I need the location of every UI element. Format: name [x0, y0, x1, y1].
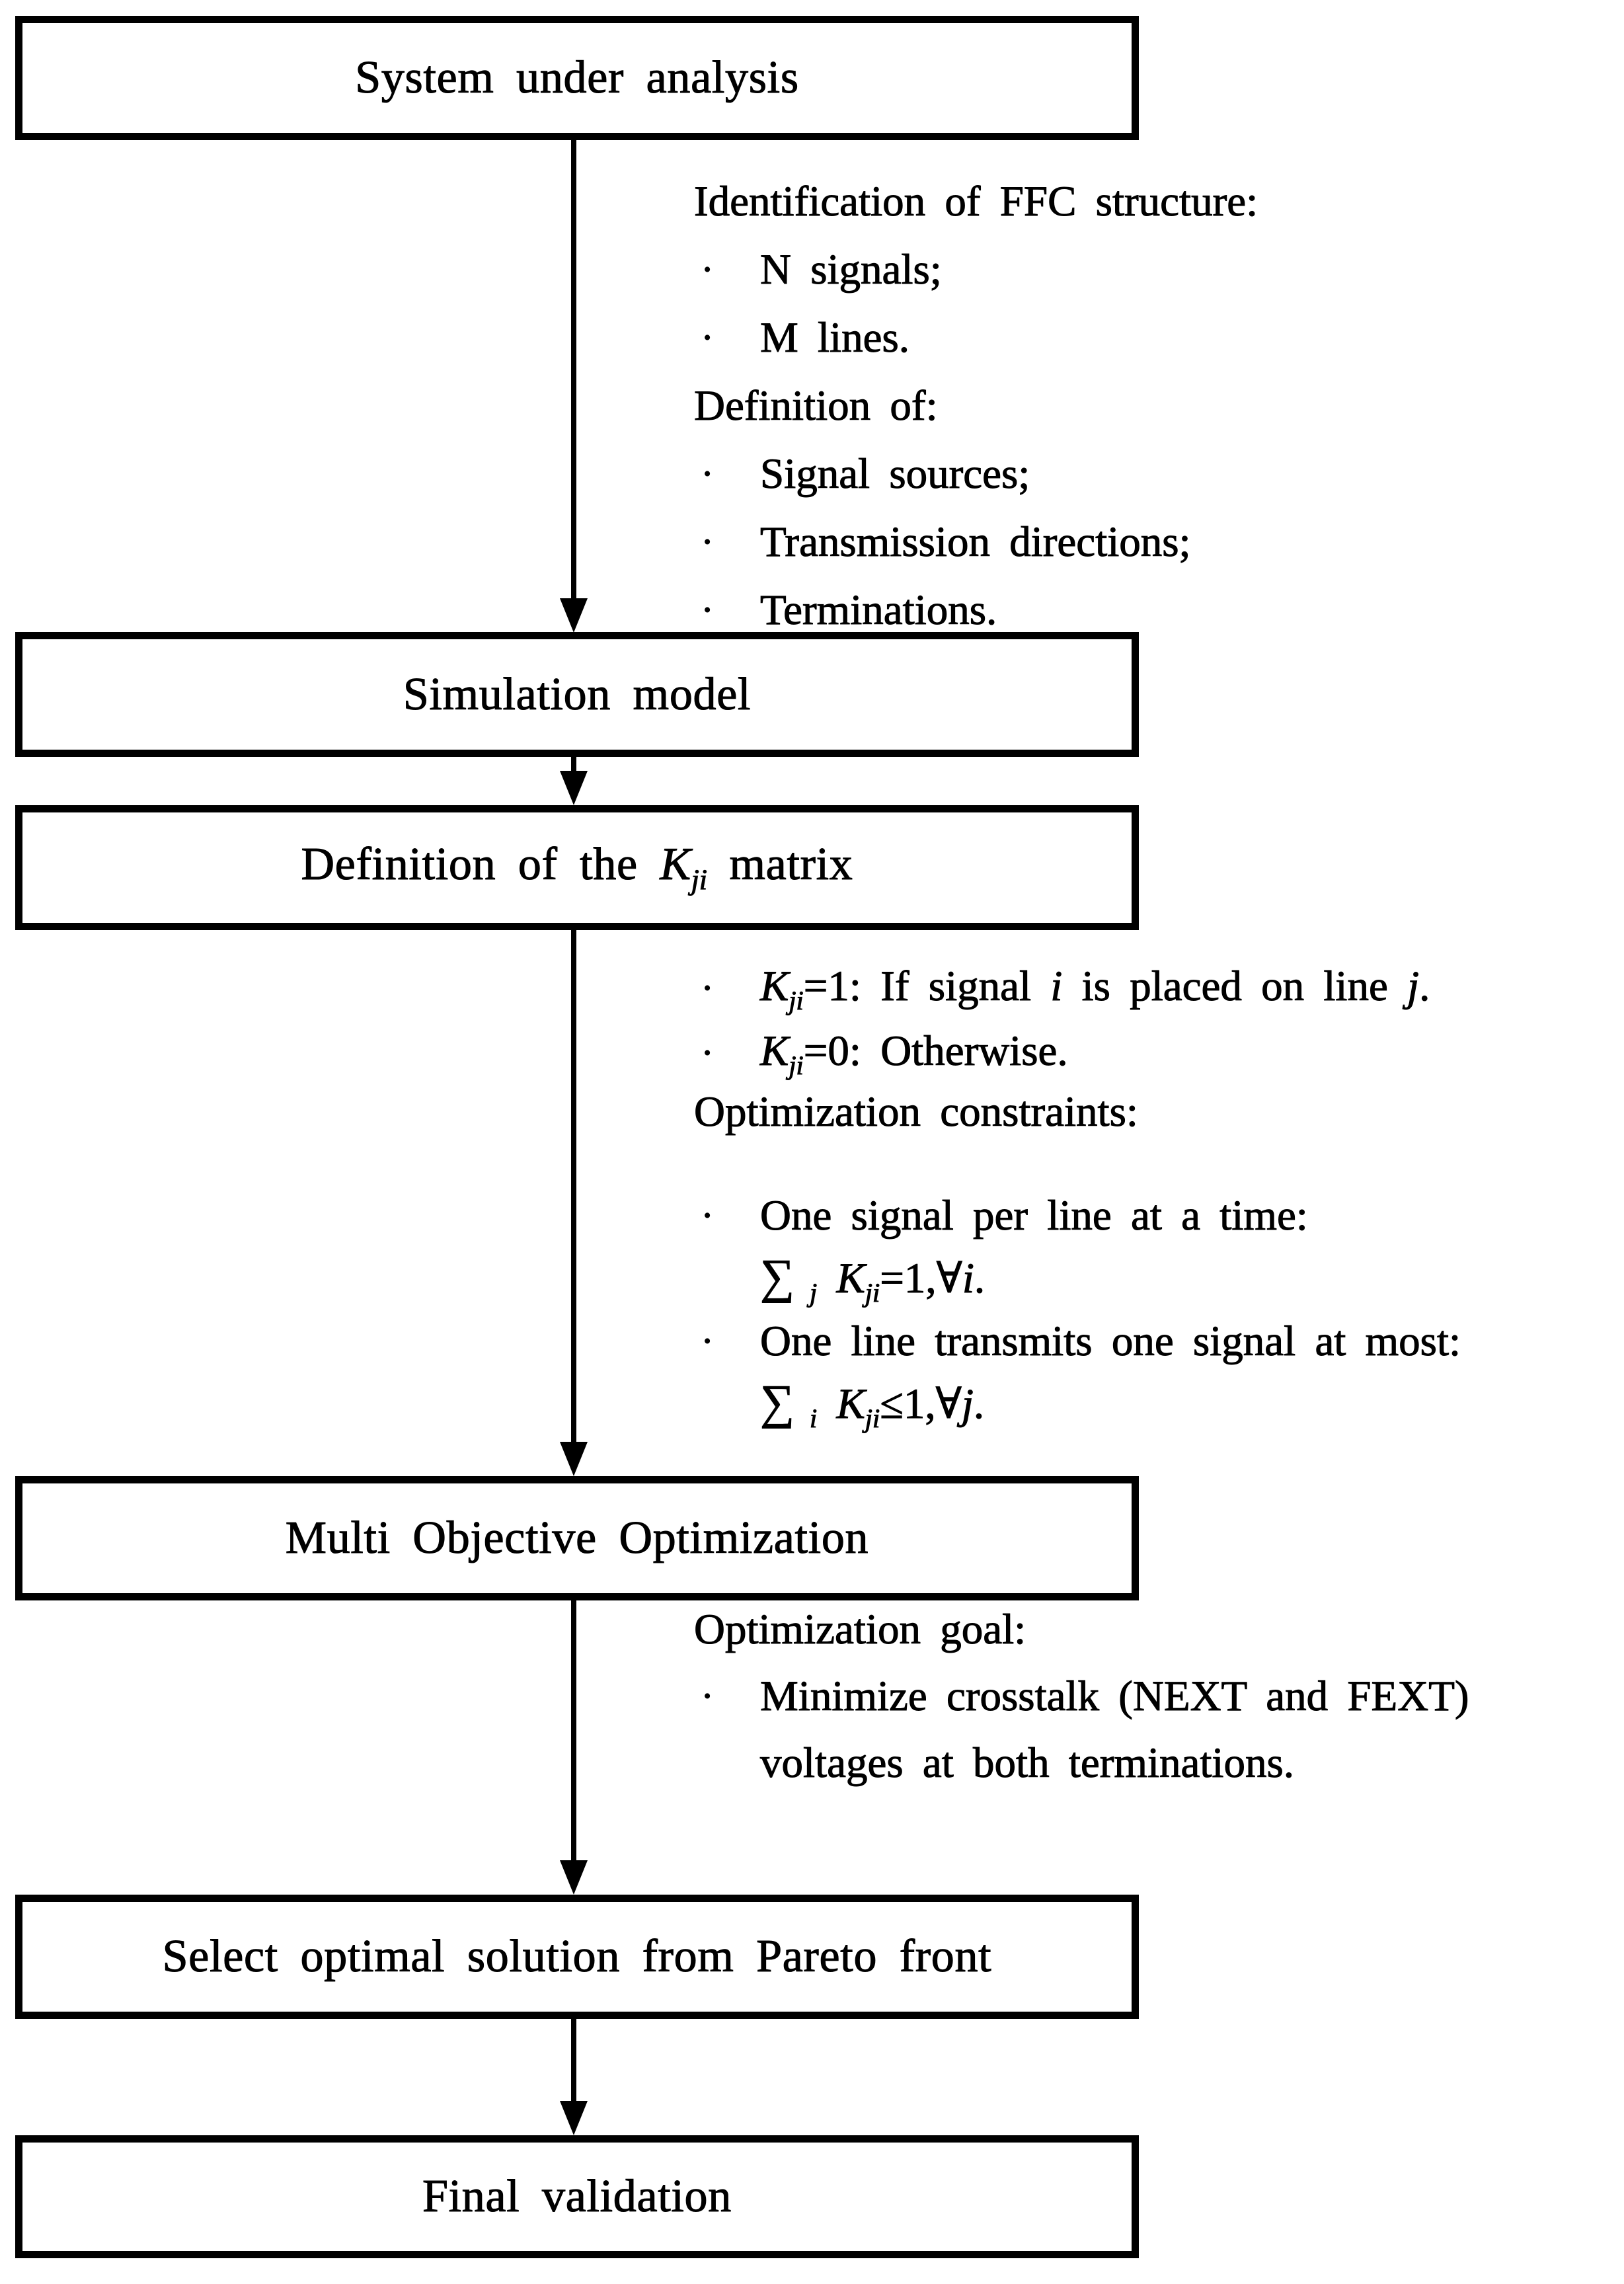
arrow-head-icon [560, 598, 588, 633]
flow-box-multi-objective-optimization: Multi Objective Optimization [15, 1476, 1139, 1600]
annotation-text: ∑ j Kji=1,∀i. [759, 1249, 986, 1308]
bullet-icon: • [703, 258, 711, 280]
annotation-optimization-goal: Optimization goal: • Minimize crosstalk … [693, 1596, 1469, 1797]
arrow-stem [571, 140, 576, 600]
bullet-icon: • [703, 599, 711, 621]
arrow-stem [571, 930, 576, 1443]
annotation-bullet: • Terminations. [694, 576, 1258, 645]
bullet-icon: • [703, 1330, 711, 1352]
flow-box-label: Simulation model [403, 668, 752, 720]
annotation-formula: ∑ i Kji≤1,∀j. [694, 1373, 1461, 1436]
annotation-text: Optimization goal: [693, 1605, 1026, 1653]
bullet-icon: • [703, 327, 711, 348]
flow-box-kji-matrix-definition: Definition of the Kji matrix [15, 805, 1139, 930]
arrow-stem [571, 1600, 576, 1863]
annotation-bullet: • Kji=1: If signal i is placed on line j… [694, 957, 1430, 1021]
flow-box-simulation-model: Simulation model [15, 632, 1139, 757]
annotation-formula: ∑ j Kji=1,∀i. [694, 1247, 1461, 1310]
bullet-icon: • [703, 978, 711, 1000]
flow-box-select-pareto-solution: Select optimal solution from Pareto fron… [15, 1895, 1139, 2019]
annotation-bullet: • M lines. [694, 304, 1258, 372]
annotation-text: voltages at both terminations. [759, 1739, 1295, 1787]
bullet-icon: • [703, 1204, 711, 1226]
annotation-bullet-continuation: voltages at both terminations. [694, 1730, 1469, 1797]
annotation-text: Identification of FFC structure: [693, 177, 1258, 225]
annotation-constraint-list: • One signal per line at a time: ∑ j Kji… [694, 1185, 1461, 1436]
annotation-text: Transmission directions; [759, 518, 1191, 566]
arrow-stem [571, 2019, 576, 2103]
arrow-head-icon [560, 1860, 588, 1895]
annotation-heading: Optimization goal: [693, 1596, 1469, 1663]
bullet-icon: • [703, 1685, 711, 1707]
flow-box-final-validation: Final validation [15, 2135, 1139, 2258]
annotation-text: Kji=0: Otherwise. [759, 1027, 1068, 1081]
annotation-text: Kji=1: If signal i is placed on line j. [759, 962, 1430, 1016]
annotation-bullet: • Signal sources; [694, 440, 1258, 508]
annotation-ffc-structure: Identification of FFC structure: • N sig… [693, 168, 1258, 645]
flow-box-label: Select optimal solution from Pareto fron… [162, 1930, 992, 1982]
flow-box-label: Multi Objective Optimization [285, 1512, 869, 1563]
annotation-bullet: • N signals; [694, 236, 1258, 304]
annotation-kji-values: • Kji=1: If signal i is placed on line j… [694, 957, 1430, 1086]
bullet-icon: • [703, 531, 711, 553]
annotation-text: Terminations. [759, 586, 997, 634]
arrow-head-icon [560, 2101, 588, 2135]
arrow-stem [571, 757, 576, 772]
annotation-bullet: • Transmission directions; [694, 508, 1258, 576]
annotation-text: Minimize crosstalk (NEXT and FEXT) [759, 1672, 1469, 1720]
bullet-icon: • [703, 1043, 711, 1064]
annotation-heading: Identification of FFC structure: [693, 168, 1258, 236]
flow-box-label: Definition of the Kji matrix [301, 839, 853, 896]
annotation-text: N signals; [759, 245, 942, 294]
annotation-text: Signal sources; [759, 450, 1030, 498]
bullet-icon: • [703, 463, 711, 485]
arrow-head-icon [560, 771, 588, 805]
arrow-head-icon [560, 1442, 588, 1476]
annotation-bullet: • Kji=0: Otherwise. [694, 1021, 1430, 1086]
annotation-text: Optimization constraints: [693, 1087, 1138, 1136]
annotation-heading: Definition of: [693, 372, 1258, 440]
annotation-bullet: • Minimize crosstalk (NEXT and FEXT) [694, 1663, 1469, 1730]
annotation-bullet: • One line transmits one signal at most: [694, 1310, 1461, 1373]
annotation-heading: Optimization constraints: [693, 1080, 1138, 1144]
annotation-text: One signal per line at a time: [759, 1191, 1308, 1240]
flow-box-label: System under analysis [355, 52, 799, 103]
annotation-text: ∑ i Kji≤1,∀j. [759, 1375, 985, 1434]
annotation-text: One line transmits one signal at most: [759, 1317, 1461, 1365]
annotation-text: M lines. [759, 313, 910, 362]
annotation-bullet: • One signal per line at a time: [694, 1185, 1461, 1247]
annotation-text: Definition of: [693, 381, 938, 430]
annotation-optimization-constraints: Optimization constraints: [693, 1080, 1138, 1144]
flow-box-system-under-analysis: System under analysis [15, 16, 1139, 140]
flow-box-label: Final validation [422, 2170, 732, 2222]
